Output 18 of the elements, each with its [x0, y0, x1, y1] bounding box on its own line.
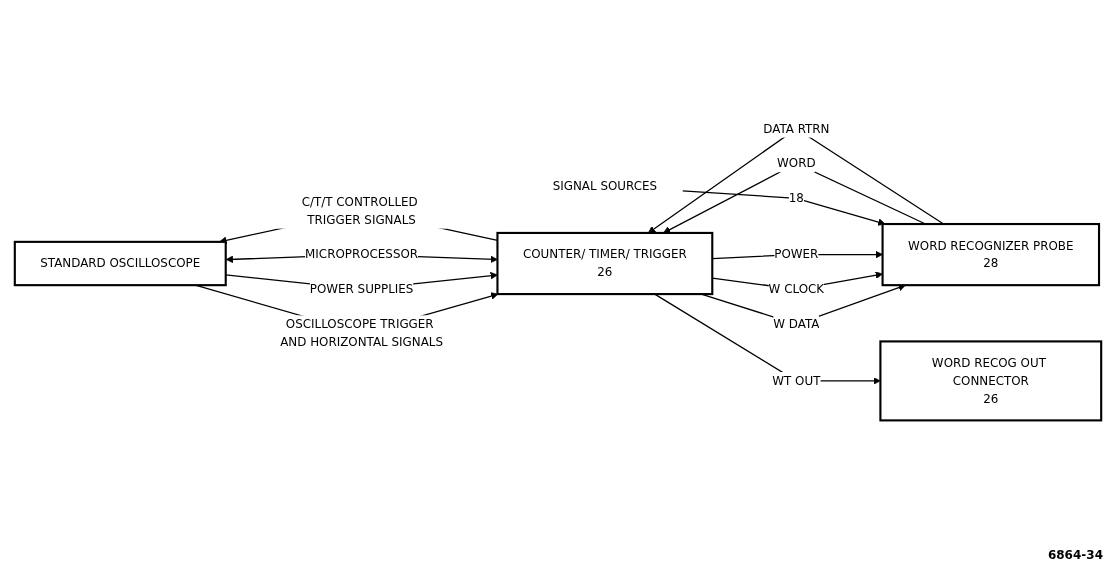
edge-label: C/T/T CONTROLLED TRIGGER SIGNALS [301, 194, 418, 227]
edge-label: OSCILLOSCOPE TRIGGER AND HORIZONTAL SIGNALS [279, 316, 443, 349]
edge-label: MICROPROCESSOR [304, 247, 418, 261]
node-box: STANDARD OSCILLOSCOPE [13, 240, 227, 287]
edge-label: W CLOCK [768, 282, 824, 296]
edge-label: W DATA [772, 316, 819, 331]
edge-label: POWER SUPPLIES [309, 282, 413, 296]
node-box: WORD RECOG OUT CONNECTOR 26 [878, 340, 1102, 422]
figure-number: 6864-34 [1047, 548, 1103, 562]
edge-label: 18 [788, 191, 804, 205]
arrow [681, 190, 885, 226]
edge-label: WORD [776, 156, 816, 170]
node-box: WORD RECOGNIZER PROBE 28 [881, 222, 1100, 287]
node-box: COUNTER/ TIMER/ TRIGGER 26 [495, 231, 713, 296]
node-text: SIGNAL SOURCES [552, 178, 657, 193]
edge-label: WT OUT [771, 373, 820, 388]
edge-label: POWER [773, 247, 818, 261]
edge-label: DATA RTRN [762, 121, 829, 135]
